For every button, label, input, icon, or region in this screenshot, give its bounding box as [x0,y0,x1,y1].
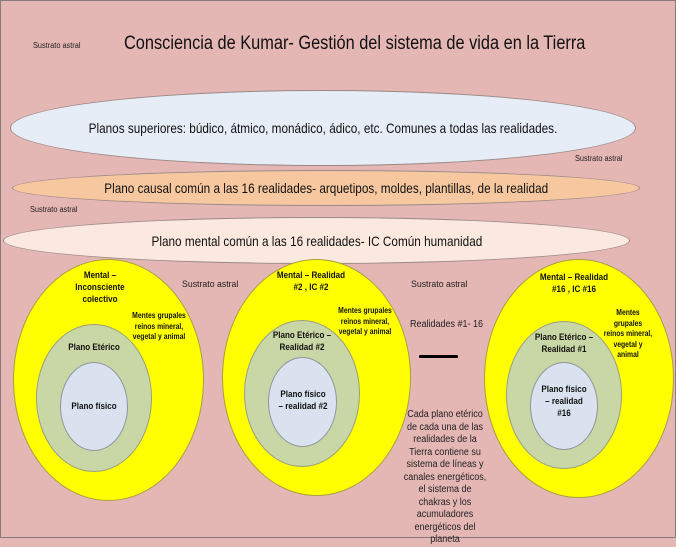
label-line: Realidad #1 [541,344,587,355]
label-line: vegetal y animal [132,332,186,341]
label-line: Mentes grupales [132,311,186,320]
label-line: – realidad #2 [278,401,328,412]
etheric-label-16: Plano Etérico – Realidad #1 [530,332,598,356]
label-line: Mentes grupales [338,306,392,315]
mental-plane-ellipse: Plano mental común a las 16 realidades- … [3,217,630,264]
group-minds-label-1: Mentes grupales reinos mineral, vegetal … [131,311,187,343]
label-line: – realidad [545,396,583,407]
upper-planes-label: Planos superiores: búdico, átmico, monád… [88,120,558,136]
etheric-label-2: Plano Etérico – Realidad #2 [268,330,336,354]
label-line: Realidad #2 [279,342,325,353]
label-line: Plano Etérico – [272,330,332,341]
mental-collective-label: Mental – Inconsciente colectivo [66,270,134,306]
label-line: Inconsciente [75,282,125,293]
substrate-label-mid-right: Sustrato astral [411,279,468,290]
label-line: Mental – Realidad [539,272,609,283]
substrate-label-mid-left: Sustrato astral [182,279,239,290]
physical-plane-ellipse-2 [268,357,337,447]
physical-label-1: Plano físico [60,401,128,413]
mental-plane-label: Plano mental común a las 16 realidades- … [151,232,482,249]
label-line: Plano físico [280,389,326,400]
etheric-note: Cada plano etérico de cada una de las re… [403,409,487,545]
ellipsis-dash [419,355,458,358]
physical-plane-ellipse-1 [60,362,128,451]
label-line: reinos mineral, [603,329,653,338]
label-line: reinos mineral, [134,321,184,331]
label-line: Mental – Realidad [276,270,346,281]
label-line: #16 [557,408,571,419]
causal-plane-ellipse: Plano causal común a las 16 realidades- … [12,170,640,206]
label-line: Plano físico [71,401,117,412]
etheric-label-1: Plano Etérico [60,342,128,354]
substrate-label-right: Sustrato astral [575,154,623,163]
mental-reality-16-label: Mental – Realidad #16 , IC #16 [533,272,615,296]
physical-label-2: Plano físico – realidad #2 [269,389,337,413]
label-line: colectivo [82,294,118,305]
group-minds-label-16: Mentes grupales reinos mineral, vegetal … [603,308,654,361]
causal-plane-label: Plano causal común a las 16 realidades- … [104,180,548,196]
group-minds-label-2: Mentes grupales reinos mineral, vegetal … [337,306,393,338]
realities-range-label: Realidades #1- 16 [410,319,484,330]
label-line: vegetal y animal [338,327,392,336]
label-line: Plano Etérico [68,342,120,353]
label-line: Mentes grupales [613,308,643,328]
upper-planes-ellipse: Planos superiores: búdico, átmico, monád… [10,90,636,166]
label-line: Mental – [83,270,117,281]
diagram-title: Consciencia de Kumar- Gestión del sistem… [124,33,586,54]
physical-label-16: Plano físico – realidad #16 [530,384,598,420]
label-line: reinos mineral, [340,316,390,326]
label-line: vegetal y animal [613,339,643,360]
label-line: Plano Etérico – [534,332,594,343]
label-line: Plano físico [541,384,587,395]
substrate-label-top-left: Sustrato astral [33,41,81,50]
mental-reality-2-label: Mental – Realidad #2 , IC #2 [273,270,350,294]
substrate-label-left: Sustrato astral [30,205,78,214]
physical-plane-ellipse-16 [530,362,598,450]
label-line: #2 , IC #2 [293,282,329,293]
label-line: #16 , IC #16 [551,284,596,295]
